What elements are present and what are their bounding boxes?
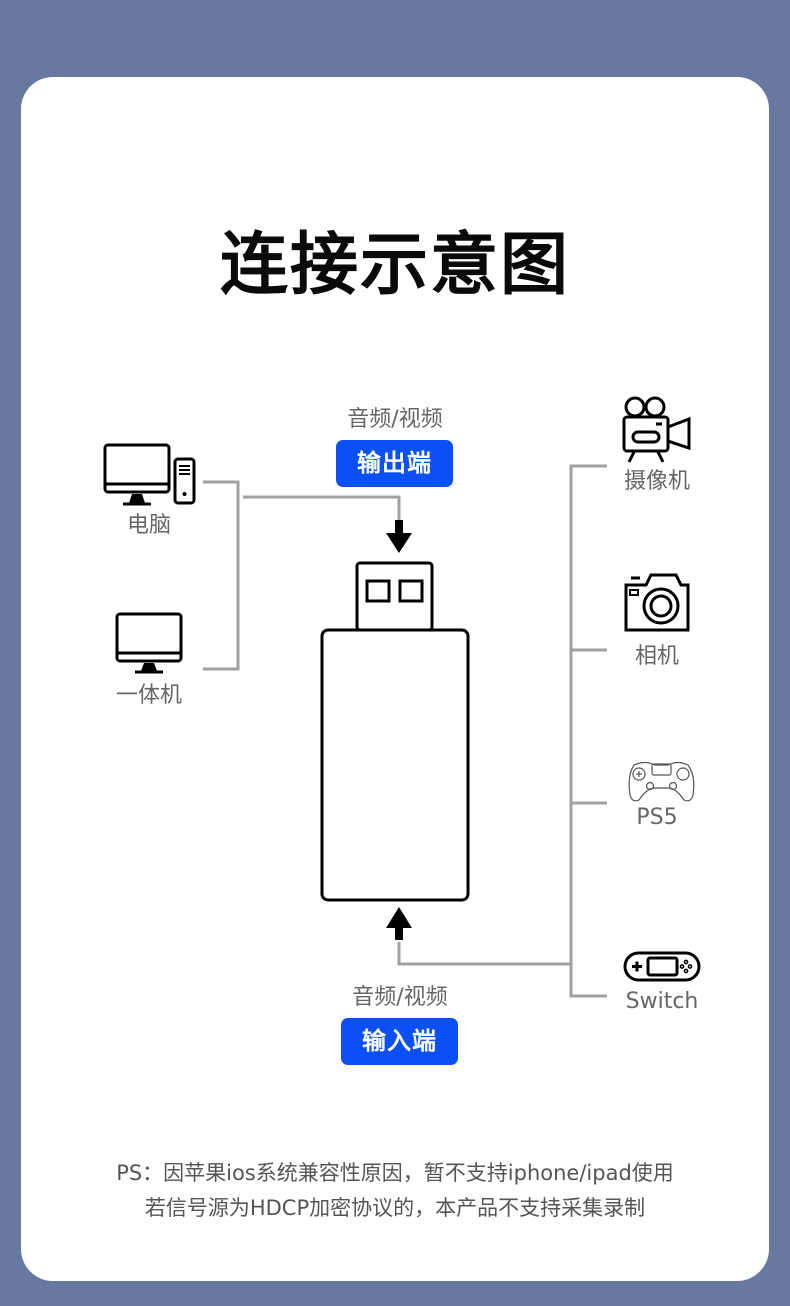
input-arrow-icon [386, 907, 412, 940]
note-line-2: 若信号源为HDCP加密协议的，本产品不支持采集录制 [144, 1196, 646, 1220]
input-caption: 音频/视频 [352, 985, 448, 1010]
handheld-console-icon [623, 951, 701, 982]
device-label-video-camera: 摄像机 [623, 469, 690, 494]
output-line [243, 495, 401, 522]
device-body [320, 628, 470, 902]
source-label-computer: 电脑 [126, 513, 171, 538]
output-badge: 输出端 [336, 440, 453, 487]
device-label-camera: 相机 [634, 644, 679, 669]
video-camera-icon [622, 396, 691, 463]
desktop-computer-icon [103, 443, 196, 506]
all-in-one-monitor-icon [115, 612, 183, 674]
device-label-ps5: PS5 [636, 805, 678, 830]
gamepad-icon [628, 761, 695, 802]
input-line [397, 942, 571, 966]
source-bracket [203, 480, 240, 671]
output-arrow-icon [386, 520, 412, 553]
device-label-switch: Switch [625, 989, 699, 1014]
photo-camera-icon [624, 573, 690, 632]
device-bracket [569, 464, 607, 998]
capture-device [320, 561, 470, 902]
usb-plug-hole-right [398, 579, 424, 603]
page-title: 连接示意图 [219, 226, 570, 305]
note-line-1: PS：因苹果ios系统兼容性原因，暂不支持iphone/ipad使用 [116, 1161, 674, 1185]
source-label-all-in-one: 一体机 [115, 683, 182, 708]
output-caption: 音频/视频 [347, 407, 443, 432]
input-badge: 输入端 [341, 1018, 458, 1065]
content-card [21, 77, 769, 1281]
usb-plug-hole-left [365, 579, 391, 603]
